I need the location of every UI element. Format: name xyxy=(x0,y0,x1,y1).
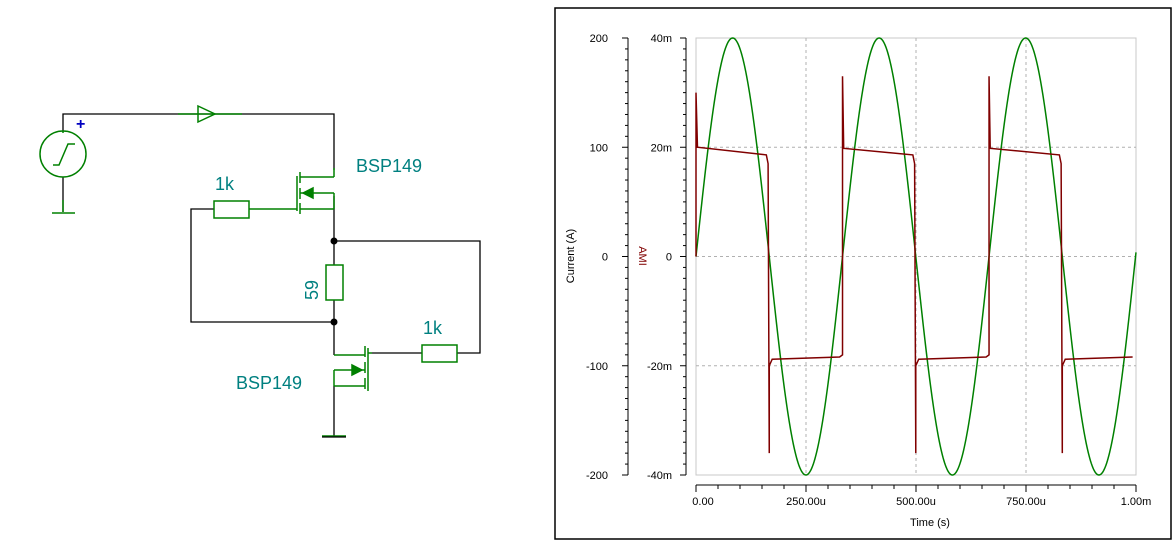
mosfet-bsp149-bottom[interactable] xyxy=(333,346,372,391)
y-left-tick-label: -200 xyxy=(586,470,608,482)
x-tick-label: 1.00m xyxy=(1121,496,1152,508)
y-left-tick-label: 100 xyxy=(590,142,608,154)
plot-axes xyxy=(622,37,1137,492)
x-tick-label: 750.00u xyxy=(1006,496,1046,508)
resistor-mid-label: 59 xyxy=(302,280,322,300)
y-axis-left-label: Current (A) xyxy=(565,229,577,283)
mosfet-bsp149-top[interactable] xyxy=(268,168,335,214)
series-line-sine xyxy=(695,37,1137,476)
tick-labels: 200 100 0 -100 -200 40m 20m 0 -20m -40m 0.00 250.00… xyxy=(586,33,1151,508)
resistor-bottom-label: 1k xyxy=(423,318,443,338)
junction-dot xyxy=(330,318,338,326)
resistor-1k-bottom[interactable] xyxy=(421,344,458,363)
y-left-tick-label: 0 xyxy=(602,252,608,264)
resistor-59[interactable] xyxy=(325,264,344,301)
mosfet-top-label: BSP149 xyxy=(356,156,422,176)
y-left-tick-label: -100 xyxy=(586,361,608,373)
wire-left-loop xyxy=(190,208,334,323)
x-tick-label: 500.00u xyxy=(896,496,936,508)
circuit-schematic: + BSP149 1k 59 1k BSP149 xyxy=(39,104,481,438)
plot-series xyxy=(695,37,1137,476)
resistor-top-label: 1k xyxy=(215,174,235,194)
x-tick-label: 250.00u xyxy=(786,496,826,508)
y-axis-right-label: AMI xyxy=(636,246,648,266)
y-right-tick-label: 40m xyxy=(651,33,672,45)
wire-right-loop xyxy=(334,240,481,354)
y-right-tick-label: 0 xyxy=(666,252,672,264)
y-right-tick-label: -20m xyxy=(647,361,672,373)
voltage-source[interactable] xyxy=(39,130,87,214)
probe-arrow-icon xyxy=(178,104,242,124)
y-left-tick-label: 200 xyxy=(590,33,608,45)
x-tick-label: 0.00 xyxy=(692,496,713,508)
source-plus-label: + xyxy=(76,116,85,133)
y-right-tick-label: -40m xyxy=(647,470,672,482)
mosfet-bottom-label: BSP149 xyxy=(236,373,302,393)
junction-dot xyxy=(330,237,338,245)
series-line-square xyxy=(695,76,1133,454)
x-axis-label: Time (s) xyxy=(910,517,950,529)
y-right-tick-label: 20m xyxy=(651,142,672,154)
